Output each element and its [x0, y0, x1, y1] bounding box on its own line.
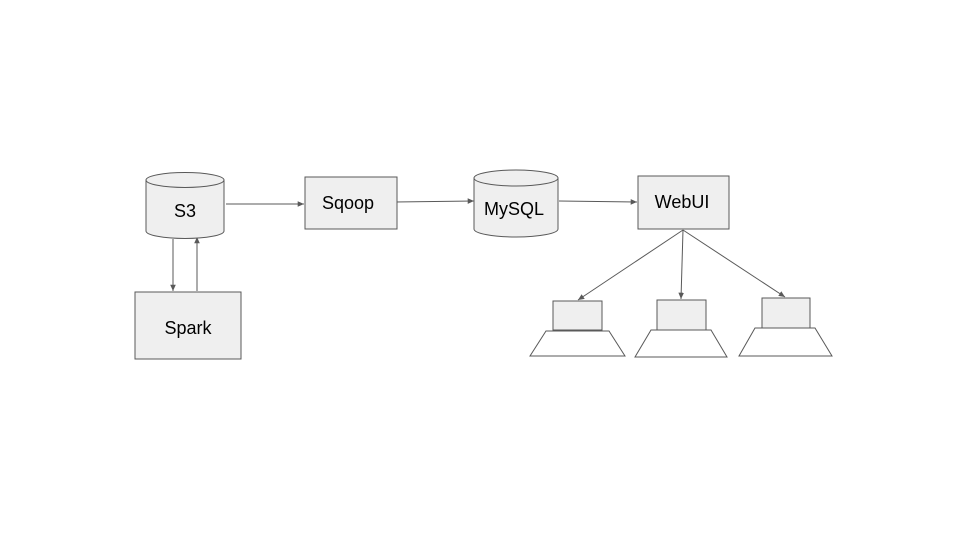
node-webui: WebUI [637, 175, 730, 230]
edge-mysql-to-webui [558, 199, 638, 205]
node-mysql-label: MySQL [484, 199, 544, 219]
node-webui-label: WebUI [655, 192, 710, 212]
edge-sqoop-to-mysql [394, 198, 475, 204]
node-sqoop: Sqoop [304, 176, 398, 230]
database-cylinder-icon [145, 179, 225, 239]
laptop-base-icon [529, 330, 626, 357]
edge-webui-to-client-2 [678, 229, 684, 300]
laptop-base-icon [634, 329, 728, 358]
laptop-screen-icon [552, 300, 603, 331]
laptop-screen-icon [656, 299, 707, 331]
node-sqoop-label: Sqoop [322, 193, 374, 213]
node-spark: Spark [134, 291, 242, 360]
node-s3: S3 [145, 172, 225, 239]
node-s3-label: S3 [174, 201, 196, 221]
laptop-screen-icon [761, 297, 811, 329]
database-cylinder-icon [473, 177, 559, 238]
node-spark-label: Spark [164, 318, 212, 338]
edges [170, 198, 786, 301]
client-laptop-3 [738, 297, 833, 357]
node-mysql: MySQL [473, 169, 559, 238]
client-laptop-1 [529, 300, 626, 357]
edge-webui-to-client-3 [682, 229, 786, 298]
laptop-base-icon [738, 327, 833, 357]
edge-webui-to-client-1 [577, 229, 684, 301]
client-laptop-2 [634, 299, 728, 358]
